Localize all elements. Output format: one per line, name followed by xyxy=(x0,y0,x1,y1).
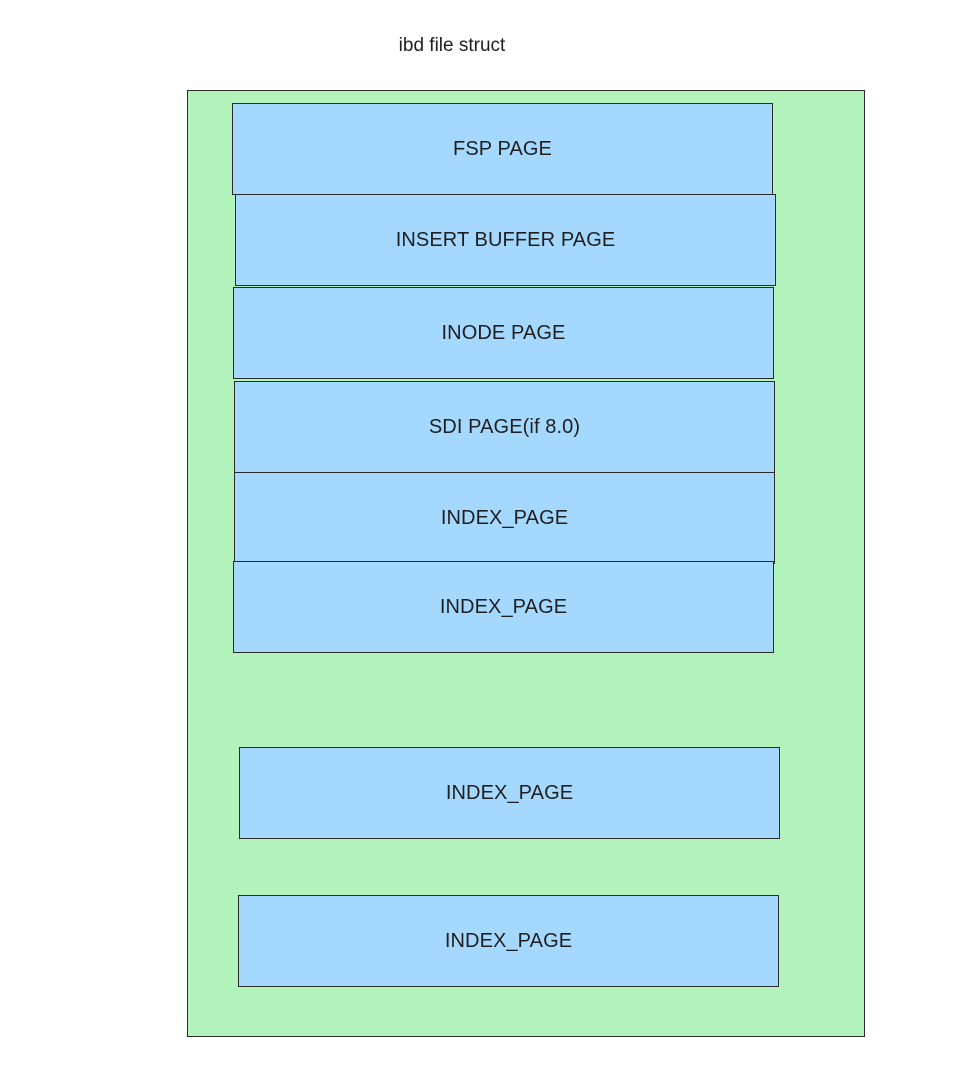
page-block-fsp: FSP PAGE xyxy=(232,103,773,195)
page-block-index-4: INDEX_PAGE xyxy=(238,895,779,987)
page-label: FSP PAGE xyxy=(453,137,552,160)
page-label: INDEX_PAGE xyxy=(445,781,574,804)
page-label: INODE PAGE xyxy=(441,321,566,344)
page-block-insert-buffer: INSERT BUFFER PAGE xyxy=(235,194,776,286)
page-label: INDEX_PAGE xyxy=(440,506,569,529)
page-block-index-3: INDEX_PAGE xyxy=(239,747,780,839)
page-block-sdi: SDI PAGE(if 8.0) xyxy=(234,381,775,473)
page-block-index-1: INDEX_PAGE xyxy=(234,472,775,564)
page-label: INSERT BUFFER PAGE xyxy=(395,228,616,251)
page-label: SDI PAGE(if 8.0) xyxy=(428,415,581,438)
page-block-index-2: INDEX_PAGE xyxy=(233,561,774,653)
page-label: INDEX_PAGE xyxy=(439,595,568,618)
page-label: INDEX_PAGE xyxy=(444,929,573,952)
diagram-title: ibd file struct xyxy=(398,35,506,56)
page-block-inode: INODE PAGE xyxy=(233,287,774,379)
